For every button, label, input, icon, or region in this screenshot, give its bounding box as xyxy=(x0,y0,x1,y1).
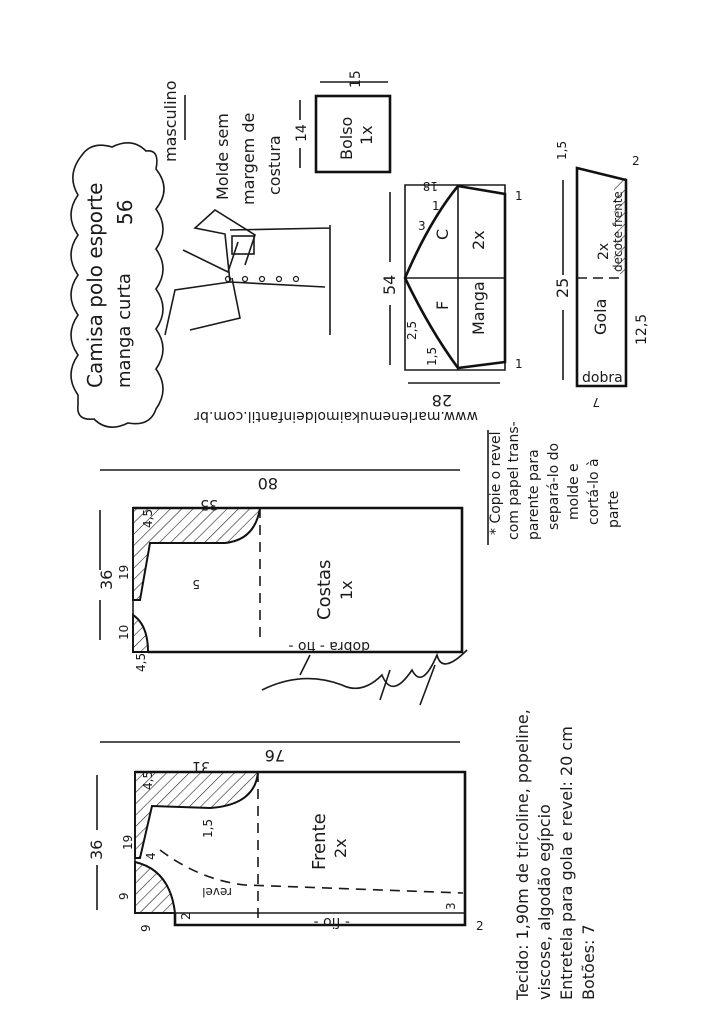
frente-neck-w: 9 xyxy=(139,924,153,932)
frente-width: 36 xyxy=(87,840,106,860)
gola-fold: dobra xyxy=(582,370,623,386)
title-line2: manga curta xyxy=(114,273,135,388)
bolso-qty: 1x xyxy=(357,125,376,145)
materials-interfacing: Entretela para gola e revel: 20 cm xyxy=(557,726,576,1000)
costas-neck: 10 xyxy=(117,625,131,640)
frente-curve: 1,5 xyxy=(201,819,215,838)
bolso-width-label: 14 xyxy=(294,124,310,142)
manga-qty: 2x xyxy=(469,230,488,250)
gola-width: 7 xyxy=(592,395,600,409)
seam-note-3: costura xyxy=(265,135,284,195)
gola-half: 12,5 xyxy=(634,314,650,345)
manga-back: C xyxy=(433,229,452,240)
bolso-label: Bolso xyxy=(337,117,356,160)
frente-armhole: 31 xyxy=(192,758,210,774)
revel-note-4: separá-lo do xyxy=(546,443,562,530)
manga-length: 54 xyxy=(380,275,399,295)
frente-shoulder: 19 xyxy=(121,835,135,850)
costas-shoulder: 19 xyxy=(117,565,131,580)
costas-label: Costas xyxy=(314,560,335,620)
seam-note-1: Molde sem xyxy=(213,113,232,200)
costas-drop2: 4,5 xyxy=(134,653,148,672)
gola-piece: 2x decote frente Gola dobra 25 12,5 7 1,… xyxy=(553,141,650,409)
frente-ext: 2 xyxy=(179,912,193,920)
costas-width: 36 xyxy=(97,570,116,590)
manga-c1: 1 xyxy=(432,199,440,213)
manga-width: 28 xyxy=(432,391,452,410)
gola-top: 1,5 xyxy=(555,141,569,160)
revel-note-5: molde e xyxy=(566,463,582,520)
frente-ext-bottom: 3 xyxy=(444,902,458,910)
materials-fabric-2: viscose, algodão egípcio xyxy=(535,804,554,1000)
manga-top: 18 xyxy=(423,179,438,193)
materials-fabric: Tecido: 1,90m de tricoline, popeline, xyxy=(513,709,532,1001)
revel-note-6: cortá-lo à xyxy=(586,458,602,525)
revel-note-7: parte xyxy=(606,491,622,528)
signature xyxy=(261,649,468,706)
frente-piece: Frente 2x - fio - revel 76 36 31 19 9 9 … xyxy=(87,741,484,933)
gola-note: decote frente xyxy=(611,191,625,272)
frente-ext2: 2 xyxy=(476,919,484,933)
seam-note-2: margem de xyxy=(239,113,258,205)
costas-fold: dobra - fio - xyxy=(288,638,370,654)
frente-neck: 9 xyxy=(117,892,131,900)
frente-label: Frente xyxy=(309,813,330,870)
revel-note: * Copie o revel com papel trans- parente… xyxy=(487,421,622,545)
bolso-height: 15 xyxy=(348,70,364,88)
gola-label: Gola xyxy=(591,299,610,335)
manga-side2: 1 xyxy=(515,357,523,371)
revel-note-1: * Copie o revel xyxy=(488,432,504,536)
materials-notes: Tecido: 1,90m de tricoline, popeline, vi… xyxy=(513,709,598,1001)
frente-qty: 2x xyxy=(331,838,350,858)
manga-label: Manga xyxy=(469,281,488,335)
frente-length: 76 xyxy=(265,746,285,765)
bolso-piece: Bolso 1x 14 15 xyxy=(294,70,392,174)
dimension-label-bg xyxy=(260,746,289,765)
revel-note-3: parente para xyxy=(526,449,542,540)
title-cloud: Camisa polo esporte manga curta 56 xyxy=(70,142,165,428)
gola-length: 25 xyxy=(553,278,572,298)
manga-piece: C F 2x Manga 54 28 18 1 1 1 3 2,5 1,5 xyxy=(380,179,523,410)
frente-c4: 4 xyxy=(144,852,158,860)
frente-facing: revel xyxy=(202,885,232,899)
frente-grain: - fio - xyxy=(314,914,350,930)
manga-f1: 2,5 xyxy=(405,321,419,340)
title-line1: Camisa polo esporte xyxy=(83,183,107,388)
revel-note-2: com papel trans- xyxy=(506,421,522,540)
costas-armhole: 35 xyxy=(200,496,218,512)
title-size: 56 xyxy=(113,200,137,225)
costas-curve: 5 xyxy=(192,577,200,591)
costas-qty: 1x xyxy=(337,580,356,600)
costas-length: 80 xyxy=(258,474,278,493)
shirt-illustration xyxy=(164,209,331,336)
materials-buttons: Botões: 7 xyxy=(579,924,598,1000)
manga-c2: 3 xyxy=(418,219,426,233)
gola-right: 2 xyxy=(632,154,640,168)
manga-front: F xyxy=(433,301,452,310)
website-url: www.marlenemukaimoldeinfantil.com.br xyxy=(194,408,478,424)
manga-f2: 1,5 xyxy=(425,347,439,366)
gender-label: masculino xyxy=(161,81,180,162)
frente-drop: 4,5 xyxy=(141,771,155,790)
costas-piece: Costas 1x dobra - fio - 80 36 35 19 10 4… xyxy=(97,469,464,672)
gola-qty: 2x xyxy=(596,243,612,260)
dimension-label-bg xyxy=(253,474,282,493)
manga-side: 1 xyxy=(515,189,523,203)
costas-drop1: 4,5 xyxy=(141,509,155,528)
